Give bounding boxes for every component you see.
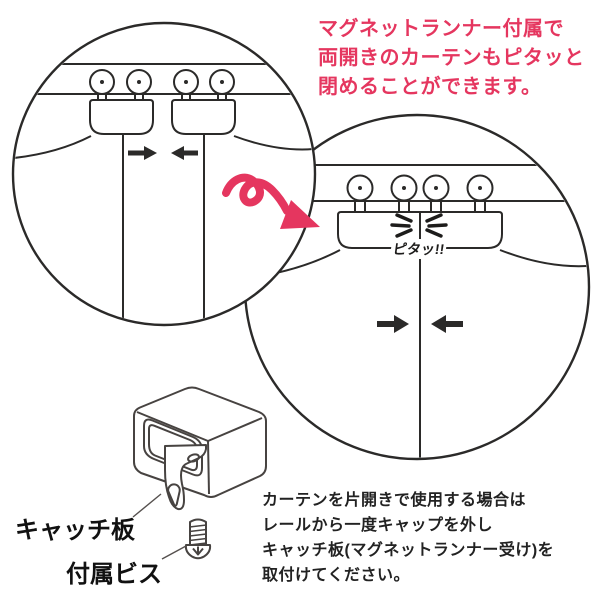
runner-wheels xyxy=(89,69,235,103)
catch-plate-label: キャッチ板 xyxy=(15,517,135,544)
close-direction-arrows xyxy=(128,146,198,160)
note-line-1: カーテンを片開きで使用する場合は xyxy=(262,492,527,509)
snap-label: ピタッ!! xyxy=(389,239,448,259)
close-direction-arrows xyxy=(377,315,463,333)
note-line-3: キャッチ板(マグネットランナー受け)を xyxy=(262,542,555,559)
screw-drawing xyxy=(184,518,212,560)
leader-lines xyxy=(132,493,187,560)
heading-line-1: マグネットランナー付属で xyxy=(318,18,564,40)
snap-impact-marks xyxy=(390,213,448,238)
usage-note: カーテンを片開きで使用する場合は レールから一度キャップを外し キャッチ板(マグ… xyxy=(262,488,554,588)
end-cap-illustration xyxy=(133,386,267,511)
keyhole-slot xyxy=(167,483,181,507)
note-line-4: 取付けてください。 xyxy=(262,567,411,584)
before-diagram-circle xyxy=(11,21,317,327)
note-line-2: レールから一度キャップを外し xyxy=(262,517,494,534)
heading-line-2: 両開きのカーテンもピタッと xyxy=(318,47,585,69)
transition-arrow-icon xyxy=(222,173,320,229)
plate-hole xyxy=(187,453,200,463)
heading: マグネットランナー付属で 両開きのカーテンもピタッと 閉めることができます。 xyxy=(318,15,585,102)
catch-plate-drawing xyxy=(164,444,207,511)
screw-leader-line xyxy=(161,545,187,560)
after-diagram-circle xyxy=(243,113,591,461)
open-curtain-lines xyxy=(14,134,314,321)
catch-plate-leader-line xyxy=(132,493,162,518)
screw-label: 付属ビス xyxy=(66,561,162,588)
heading-line-3: 閉めることができます。 xyxy=(318,76,542,98)
magnet-runners-separated xyxy=(89,99,236,135)
